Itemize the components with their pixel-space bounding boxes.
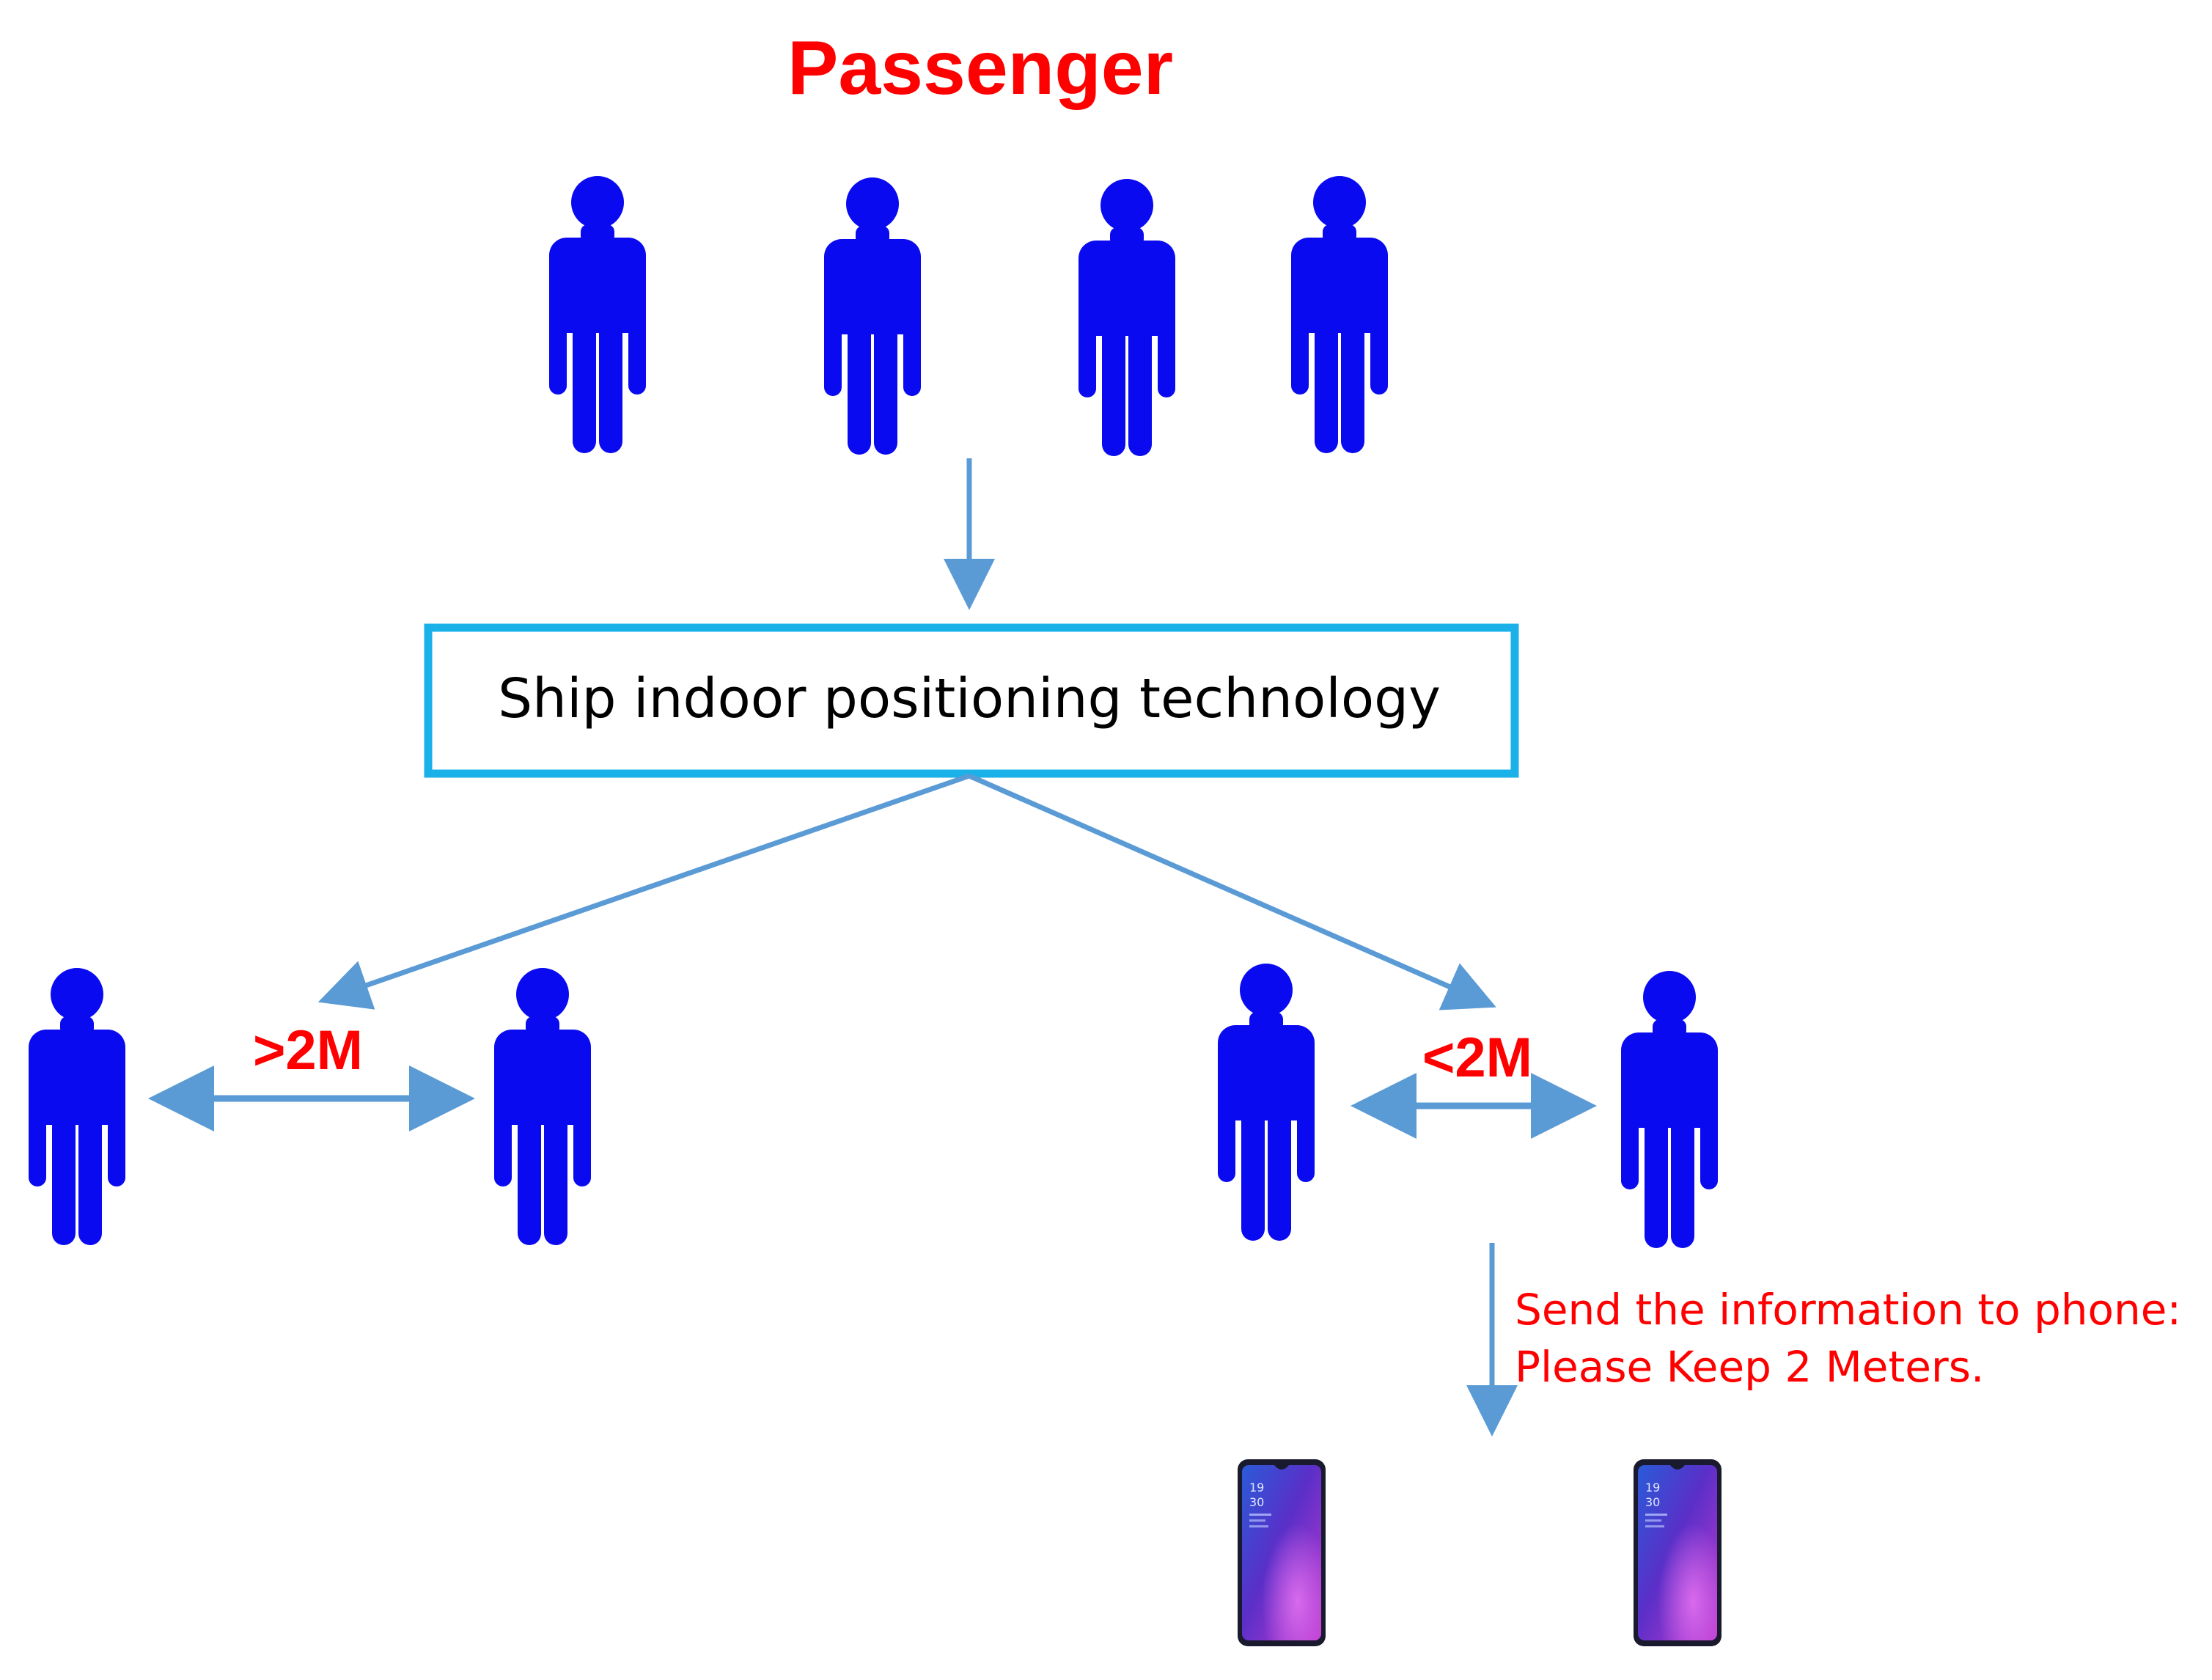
far-pair <box>29 968 591 1245</box>
person-icon <box>494 968 591 1245</box>
notification-line-2: Please Keep 2 Meters. <box>1515 1342 1984 1392</box>
person-icon <box>1218 964 1315 1241</box>
near-distance-label: <2M <box>1422 1027 1532 1089</box>
phone-time-hour: 19 <box>1645 1481 1660 1494</box>
smartphone-icon: 19 30 <box>1238 1459 1326 1646</box>
page-title: Passenger <box>787 26 1173 111</box>
far-distance-label: >2M <box>253 1019 363 1082</box>
notification-line-1: Send the information to phone: <box>1515 1285 2181 1335</box>
phone-time-min: 30 <box>1249 1495 1264 1509</box>
person-icon <box>824 177 921 455</box>
person-icon <box>29 968 125 1245</box>
phone-time-min: 30 <box>1645 1495 1660 1509</box>
person-icon <box>1291 176 1388 453</box>
person-icon <box>1621 971 1718 1248</box>
arrow-to-near-pair <box>968 773 1496 1010</box>
person-icon <box>549 176 646 453</box>
arrow-to-far-pair <box>317 773 971 1010</box>
smartphone-icon: 19 30 <box>1634 1459 1722 1646</box>
phone-time-hour: 19 <box>1249 1481 1264 1494</box>
person-icon <box>1079 179 1175 456</box>
passenger-group <box>549 176 1388 456</box>
positioning-box-label: Ship indoor positioning technology <box>498 667 1441 730</box>
positioning-box: Ship indoor positioning technology <box>424 623 1519 778</box>
